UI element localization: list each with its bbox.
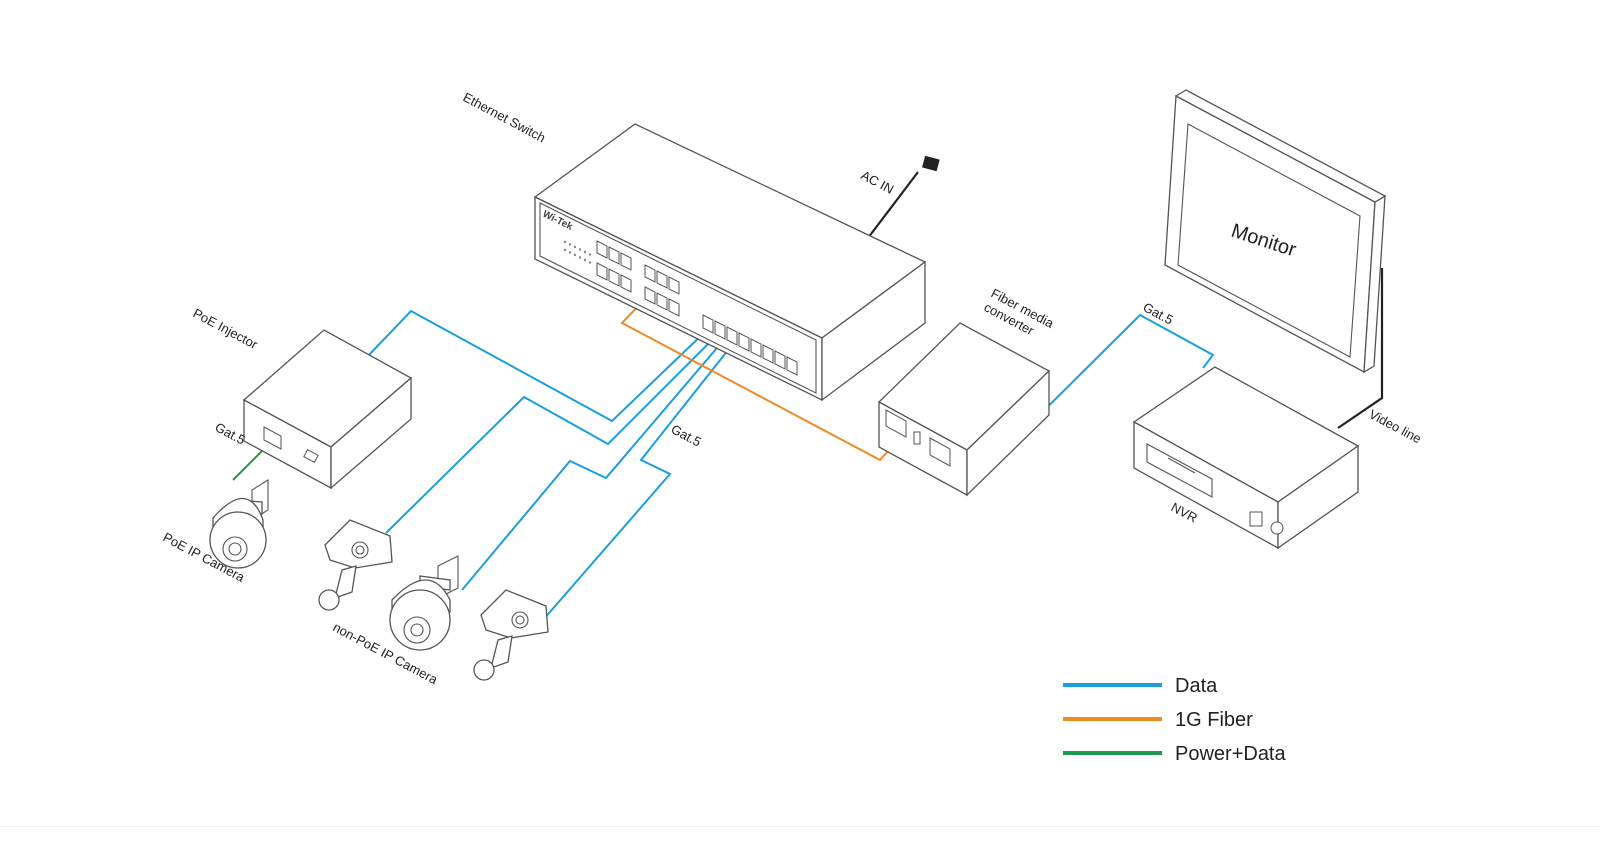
nvr (1132, 366, 1360, 550)
legend: Data 1G Fiber Power+Data (1063, 675, 1286, 765)
poe-injector (242, 329, 413, 490)
legend-item-fiber: 1G Fiber (1063, 709, 1253, 731)
switch-ports-lower (702, 314, 798, 376)
monitor: Monitor (1164, 89, 1387, 374)
video-line-label: Video line (1367, 406, 1424, 446)
injector-cable-label: Gat.5 (213, 419, 248, 447)
non-poe-ip-camera-3 (473, 589, 549, 681)
poe-injector-label: PoE Injector (191, 305, 261, 352)
data-wire-injector-switch (367, 309, 708, 423)
legend-label-data: Data (1175, 675, 1218, 697)
fiber-media-converter (877, 322, 1051, 497)
legend-label-power-data: Power+Data (1175, 743, 1286, 765)
ac-plug-icon (922, 155, 940, 172)
video-line-cable (1337, 268, 1384, 429)
legend-item-power-data: Power+Data (1063, 743, 1286, 765)
non-poe-ip-camera-1 (318, 519, 393, 611)
legend-item-data: Data (1063, 675, 1218, 697)
data-wire-camera-2 (461, 334, 729, 591)
nvr-label: NVR (1169, 499, 1200, 525)
switch-label: Ethernet Switch (461, 89, 548, 145)
bottom-divider (0, 826, 1600, 827)
injector-led-icon (303, 448, 319, 464)
nvr-power-icon (1270, 521, 1284, 535)
ac-power-cord (867, 171, 919, 239)
ethernet-switch: Wi-Tek (533, 123, 927, 402)
data-wire-camera-1 (385, 334, 718, 534)
converter-switch-icon (913, 431, 921, 445)
legend-label-fiber: 1G Fiber (1175, 709, 1253, 731)
nvr-button-icon (1249, 511, 1263, 527)
data-wire-camera-3 (542, 334, 741, 621)
poe-ip-camera (209, 479, 269, 569)
switch-led-panel (563, 240, 592, 264)
nvr-cable-label: Gat.5 (1141, 299, 1176, 327)
camera-cable-label: Gat.5 (669, 421, 704, 449)
ac-in-label: AC IN (859, 167, 897, 197)
switch-ports-upper (596, 240, 680, 317)
non-poe-ip-camera-2 (389, 555, 459, 651)
